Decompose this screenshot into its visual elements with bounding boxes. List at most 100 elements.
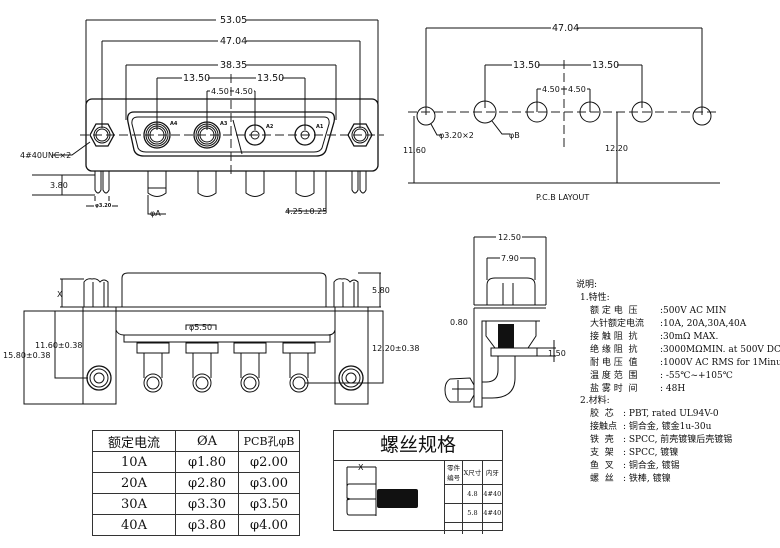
pcb-mount-hole-label: φ3.20×2 — [439, 131, 474, 140]
material-label: 胶 芯 — [590, 409, 614, 419]
side-dim-overall: 12.50 — [498, 233, 521, 242]
cell-pin-dia: φ2.80 — [175, 472, 239, 494]
material-label: 鱼 叉 — [590, 461, 614, 471]
material-value: : 铜合金, 镀金1u-30u — [623, 422, 712, 432]
bottom-dim-x: X — [57, 290, 63, 299]
front-bottom-dimensions: 3.80 φ3.20 φA 4.25±0.25 — [32, 171, 327, 218]
table-row: 10A φ1.80 φ2.00 — [92, 451, 300, 473]
cell-thread: 4#40 — [481, 503, 502, 523]
dim-overall-width: 53.05 — [220, 15, 247, 26]
material-value: : 铜合金, 镀锡 — [623, 461, 680, 471]
bracket-right — [334, 306, 369, 405]
property-value: : 48H — [660, 384, 686, 394]
contact-a1: A1 — [294, 124, 324, 146]
contact-a3: A3 — [193, 121, 228, 149]
material-label: 支 架 — [590, 448, 614, 458]
pcb-layout-title: P.C.B LAYOUT — [536, 193, 589, 202]
bottom-standoffs — [86, 365, 364, 391]
header-rated-current: 额定电流 — [92, 430, 176, 452]
cell-current: 20A — [92, 472, 176, 494]
property-label: 绝 缘 阻 抗 — [590, 345, 638, 355]
cell-thread: 4#40 — [481, 484, 502, 504]
bottom-dim-right: 12.20±0.38 — [372, 344, 419, 353]
thread-callout: 4#40UNC×2 — [20, 151, 71, 160]
bottom-dim-left-outer: 15.80±0.38 — [3, 351, 50, 360]
cell-hole-dia: φ2.00 — [238, 451, 300, 473]
pcb-mount-hole-left — [416, 106, 436, 126]
contact-a2: A2 — [244, 124, 274, 146]
cell-pin-dia: φ3.30 — [175, 493, 239, 515]
pcb-contact-hole-label: φB — [509, 131, 520, 140]
header-pcb-hole: PCB孔φB — [238, 430, 300, 452]
screw-row: 5.8 4#40 — [443, 503, 502, 523]
pcb-dim-mount-pitch: 47.04 — [552, 23, 579, 34]
dim-shell-width: 38.35 — [220, 60, 247, 71]
property-label: 大针额定电流 — [590, 319, 645, 329]
screw-spec-table: 零件编号 X尺寸 内牙 4.8 4#40 5.8 4#40 — [443, 460, 502, 534]
notes-section-1: 1.特性: — [580, 293, 610, 303]
cell-part-number — [443, 503, 463, 523]
contact-a4: A4 — [143, 121, 178, 149]
bottom-pins — [136, 342, 316, 393]
insert-divider — [232, 119, 243, 155]
table-row: 20A φ2.80 φ3.00 — [92, 472, 300, 494]
property-value: :3000MΩMIN. at 500V DC — [660, 345, 780, 355]
property-label: 接 触 阻 抗 — [590, 332, 638, 342]
cell-hole-dia: φ3.00 — [238, 472, 300, 494]
label-a4: A4 — [170, 121, 178, 127]
dim-inner-left: 4.50 — [211, 87, 229, 96]
cell-x-size — [462, 522, 483, 534]
pcb-layout: 47.04 13.50 13.50 4.50 4.50 φ3.20×2 φB 1… — [403, 22, 720, 202]
thread-leader — [52, 141, 91, 156]
pcb-contact-hole-1 — [473, 100, 497, 124]
dim-pitch-left: 13.50 — [183, 73, 210, 84]
side-screw — [498, 324, 514, 348]
cell-part-number — [443, 484, 463, 504]
front-dimensions: 53.05 47.04 38.35 13.50 13.50 4.50 — [85, 14, 379, 130]
property-value: :30mΩ MAX. — [660, 332, 719, 342]
side-dim-standoff: 1.50 — [548, 349, 566, 358]
property-label: 额 定 电 压 — [590, 306, 638, 316]
property-value: :10A, 20A,30A,40A — [660, 319, 747, 329]
cell-thread — [481, 522, 502, 534]
front-view: 53.05 47.04 38.35 13.50 13.50 4.50 — [20, 14, 384, 218]
bottom-view: X 5.80 φ5.50 — [3, 272, 419, 405]
material-value: : SPCC, 镀镍 — [623, 448, 679, 458]
screw-row — [443, 522, 502, 534]
pcb-dim-pitch-left: 13.50 — [513, 60, 540, 71]
bracket-left — [82, 306, 117, 405]
material-label: 接触点 — [590, 422, 618, 432]
dim-peg-height: 3.80 — [50, 181, 68, 190]
bottom-dim-pin-dia: φ5.50 — [189, 323, 212, 332]
label-a2: A2 — [266, 124, 274, 130]
dim-inner-right: 4.50 — [235, 87, 253, 96]
d-shell-outer — [126, 111, 336, 157]
current-rating-table: 额定电流 ØA PCB孔φB 10A φ1.80 φ2.00 20A φ2.80… — [92, 430, 300, 536]
dim-pin-length: 4.25±0.25 — [285, 207, 327, 216]
table-header-row: 额定电流 ØA PCB孔φB — [92, 430, 300, 452]
dim-pin-dia: φA — [150, 209, 161, 218]
pcb-dim-right-offset: 12.20 — [605, 144, 628, 153]
cell-hole-dia: φ4.00 — [238, 514, 300, 536]
pcb-contact-hole-2 — [526, 101, 548, 123]
pcb-dim-pitch-right: 13.50 — [592, 60, 619, 71]
material-label: 螺 丝 — [590, 474, 614, 484]
screw-row: 4.8 4#40 — [443, 484, 502, 504]
cell-x-size: 4.8 — [462, 484, 483, 504]
pcb-mount-hole-right — [692, 106, 712, 126]
property-label: 盐 雾 时 间 — [590, 384, 638, 394]
dim-peg-dia: φ3.20 — [95, 203, 112, 209]
screw-spec-title: 螺丝规格 — [334, 431, 502, 461]
bottom-dim-height: 5.80 — [372, 286, 390, 295]
label-a1: A1 — [316, 124, 324, 130]
left-hex-nut — [89, 123, 115, 147]
right-hex-nut — [347, 123, 373, 147]
pcb-contact-hole-4 — [631, 101, 653, 123]
property-value: : -55℃~+105℃ — [660, 371, 733, 381]
cell-hole-dia: φ3.50 — [238, 493, 300, 515]
header-part-number: 零件编号 — [443, 460, 463, 485]
bottom-dim-left-inner: 11.60±0.38 — [35, 341, 82, 350]
table-row: 30A φ3.30 φ3.50 — [92, 493, 300, 515]
cell-current: 10A — [92, 451, 176, 473]
